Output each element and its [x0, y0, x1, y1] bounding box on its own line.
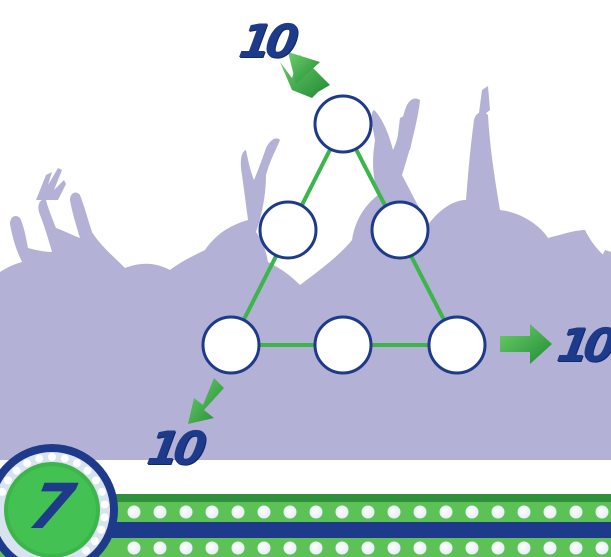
badge-bulb: [23, 459, 31, 467]
badge-bulb: [97, 526, 105, 534]
light-bulb: [180, 542, 193, 555]
light-bulb: [232, 506, 245, 519]
badge-bulb: [13, 467, 21, 475]
light-bulb: [440, 542, 453, 555]
badge-bulb: [4, 476, 12, 484]
badge-bulb: [83, 467, 91, 475]
light-bulb: [154, 542, 167, 555]
light-bulb: [362, 506, 375, 519]
light-bulb: [336, 542, 349, 555]
light-bulb: [440, 506, 453, 519]
light-bulb: [180, 506, 193, 519]
badge-bulb: [91, 537, 99, 545]
light-bulb: [518, 542, 531, 555]
circle-bottom-right[interactable]: [429, 317, 485, 373]
light-bulb: [310, 506, 323, 519]
badge-bulb: [98, 488, 106, 496]
light-bulb: [206, 506, 219, 519]
light-bulb: [492, 542, 505, 555]
light-bulb: [336, 506, 349, 519]
sum-label-right: 10: [554, 322, 611, 368]
light-bulb: [596, 542, 609, 555]
circle-bottom-left[interactable]: [203, 317, 259, 373]
sum-label-left: 10: [144, 425, 204, 471]
badge-bulb: [35, 455, 43, 463]
light-bulb: [570, 542, 583, 555]
light-bulb: [414, 506, 427, 519]
light-bulb: [466, 542, 479, 555]
light-bulb: [466, 506, 479, 519]
badge-bulb: [73, 459, 81, 467]
light-bulb: [310, 542, 323, 555]
circle-mid-right[interactable]: [372, 202, 428, 258]
circle-top[interactable]: [315, 96, 371, 152]
light-bulb: [284, 542, 297, 555]
light-bulb: [544, 542, 557, 555]
badge-bulb: [101, 500, 109, 508]
badge-bulb: [100, 513, 108, 521]
light-bulb: [284, 506, 297, 519]
light-bulb: [128, 542, 141, 555]
light-bulb: [570, 506, 583, 519]
light-bulb: [258, 506, 271, 519]
light-bulb: [388, 542, 401, 555]
light-bulb: [206, 542, 219, 555]
light-bulb: [232, 542, 245, 555]
light-bulb: [258, 542, 271, 555]
circle-bottom-middle[interactable]: [315, 317, 371, 373]
light-bulb: [414, 542, 427, 555]
light-bulb: [128, 506, 141, 519]
circle-mid-left[interactable]: [260, 202, 316, 258]
light-bulb: [154, 506, 167, 519]
light-bulb: [492, 506, 505, 519]
light-bulb: [544, 506, 557, 519]
light-bulb: [518, 506, 531, 519]
badge-bulb: [92, 476, 100, 484]
badge-bulb: [82, 547, 90, 555]
crowd-silhouette: [0, 86, 611, 460]
badge-bulb: [48, 453, 56, 461]
light-bulb: [388, 506, 401, 519]
light-bulb: [596, 506, 609, 519]
sum-label-top: 10: [236, 18, 296, 64]
light-bulb: [362, 542, 375, 555]
badge-bulb: [61, 455, 69, 463]
